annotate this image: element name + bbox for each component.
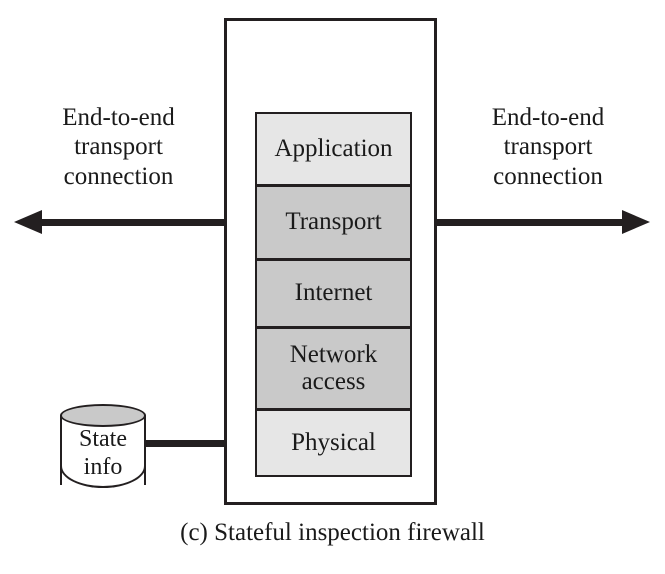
stack-layer-network-access-label-line1: Network [289,341,378,368]
cylinder-top-ellipse [60,404,146,427]
right-arrowhead-icon [622,210,650,234]
firewall-boundary-box [224,18,437,505]
right-connection-caption: End-to-end transport connection [443,103,653,191]
stack-layer-application-label: Application [274,134,393,162]
stack-layer-internet: Internet [255,259,412,328]
stack-layer-physical-label: Physical [291,428,376,456]
left-connection-caption-line3: connection [63,162,174,190]
right-connection-caption-line2: transport [503,133,593,161]
state-info-label-line1: State [79,426,127,452]
stack-layer-physical: Physical [255,409,412,477]
stack-layer-network-access-label-line2: access [301,367,366,395]
left-connection-caption-line1: End-to-end [62,104,175,131]
stack-layer-internet-label: Internet [294,279,373,307]
state-info-label-line2: info [83,453,123,480]
stack-layer-network-access-label: Network access [289,341,378,395]
state-info-label: State info [60,426,146,482]
stack-layer-transport-label: Transport [285,208,382,236]
stack-layer-network-access: Network access [255,327,412,410]
left-arrowhead-icon [14,210,42,234]
state-store-connector-line [145,440,226,447]
right-connection-arrow-line [437,219,629,226]
figure-caption: (c) Stateful inspection firewall [180,519,485,546]
right-connection-caption-line1: End-to-end [491,104,605,131]
stack-layer-transport: Transport [255,185,412,260]
left-connection-arrow-line [30,219,224,226]
left-connection-caption-line2: transport [74,133,163,161]
protocol-stack: Application Transport Internet Network a… [255,112,412,477]
state-info-datastore: State info [60,404,146,496]
left-connection-caption: End-to-end transport connection [16,103,221,191]
right-connection-caption-line3: connection [493,162,603,190]
stack-layer-application: Application [255,112,412,186]
